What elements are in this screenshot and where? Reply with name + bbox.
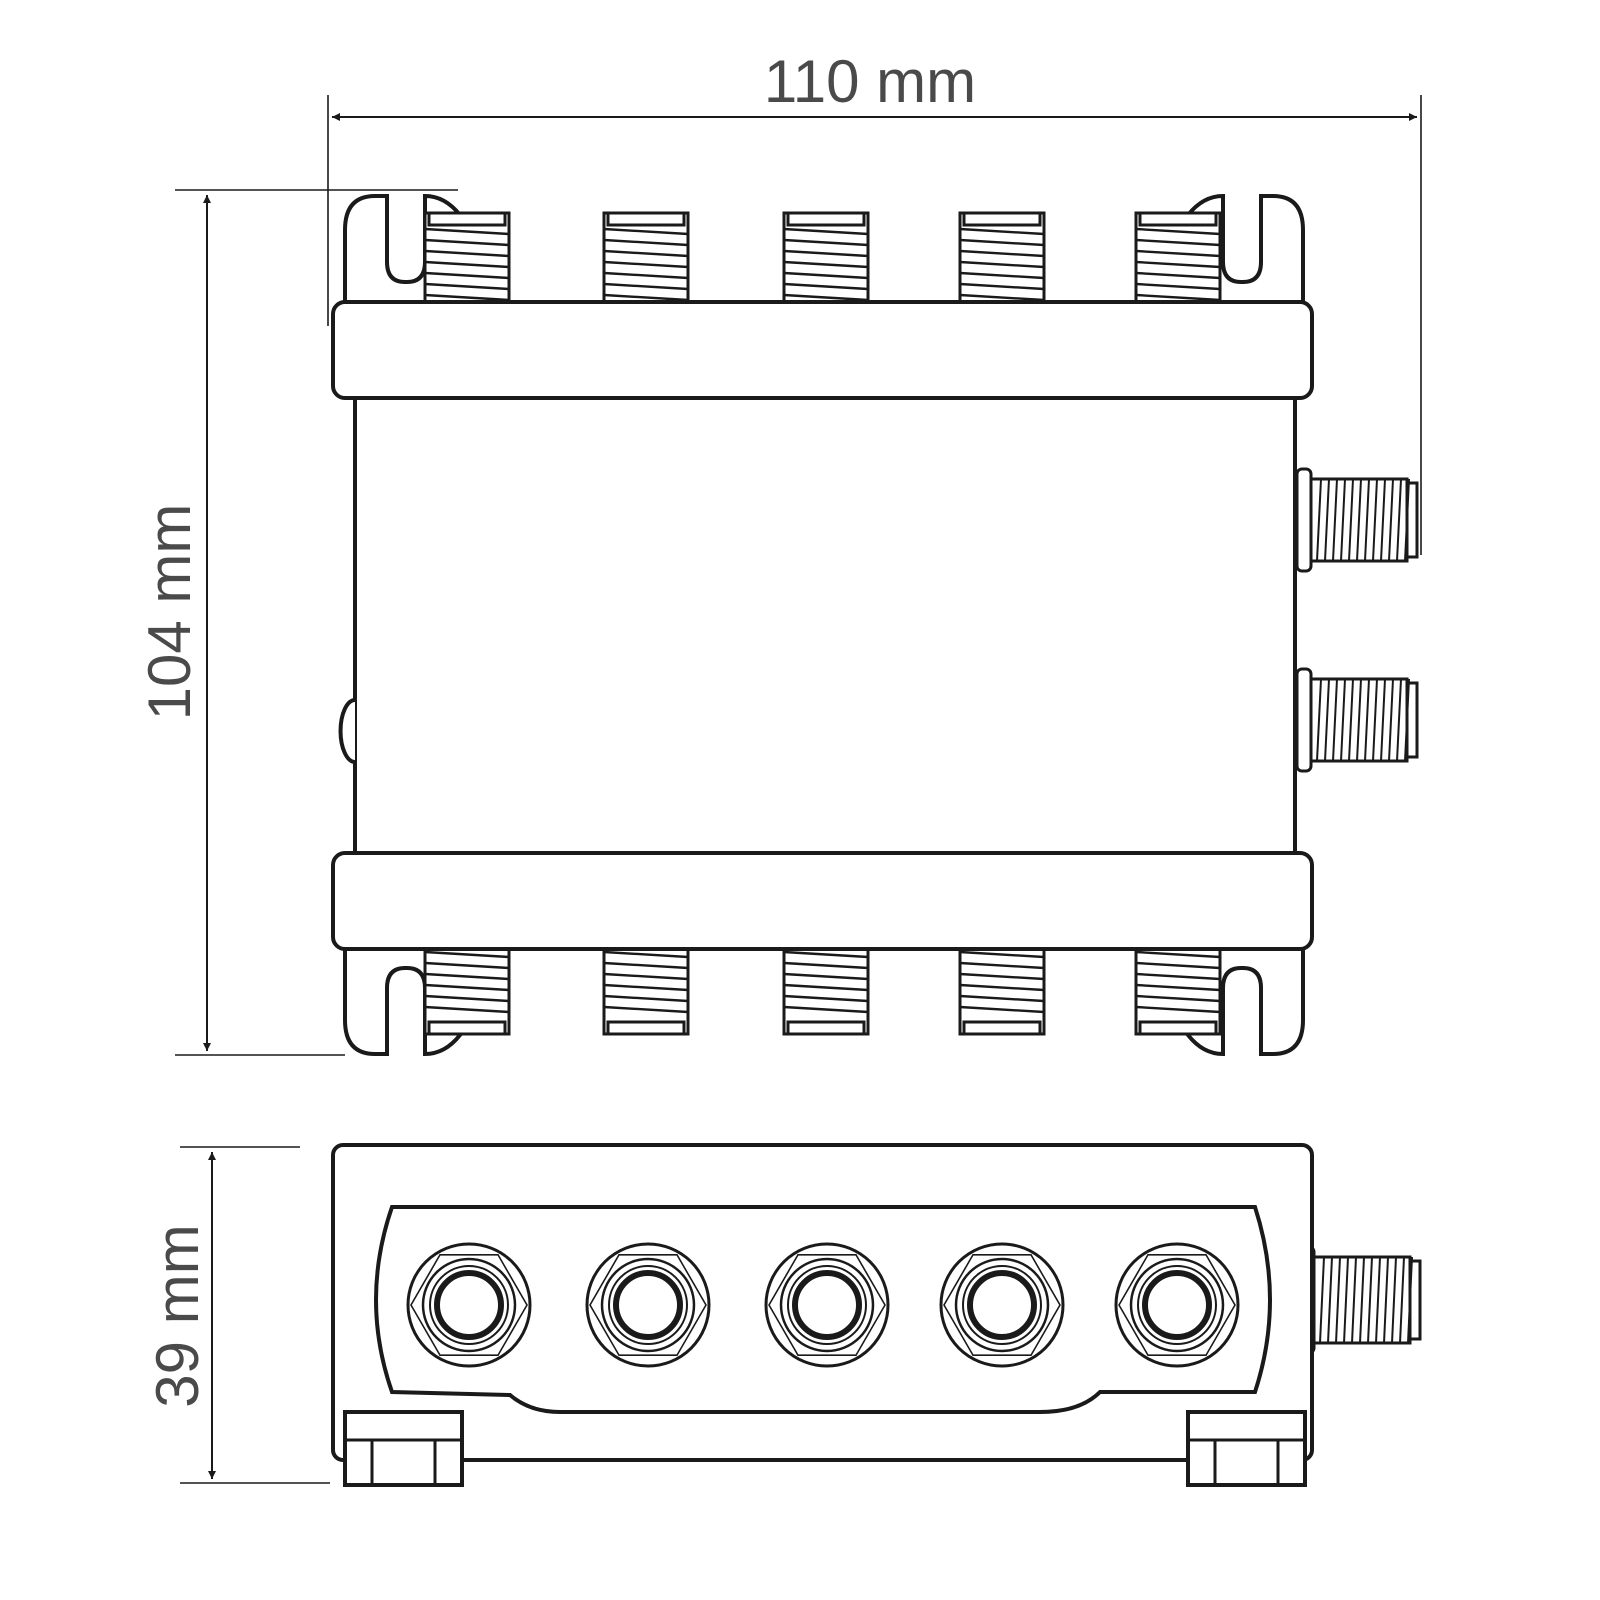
- width-dimension: 110 mm: [327, 48, 1422, 555]
- coax-connector-icon: [782, 211, 870, 304]
- height-label: 104 mm: [136, 504, 203, 721]
- side-connector-icon: [1298, 1245, 1422, 1355]
- side-bump: [338, 698, 356, 764]
- coax-connector-icon: [1134, 946, 1222, 1036]
- cable-gland-icon: [1114, 1242, 1240, 1368]
- coax-connector-icon: [958, 946, 1046, 1036]
- coax-connector-icon: [602, 946, 690, 1036]
- coax-connector-icon: [423, 211, 511, 304]
- width-label: 110 mm: [764, 48, 976, 115]
- coax-connector-icon: [423, 946, 511, 1036]
- foot-left: [343, 1410, 464, 1487]
- top-band: [331, 300, 1314, 400]
- depth-label: 39 mm: [144, 1224, 211, 1407]
- connectors: [423, 211, 1419, 1036]
- housing-body: [353, 394, 1297, 858]
- coax-connector-icon: [782, 946, 870, 1036]
- cable-gland-icon: [764, 1242, 890, 1368]
- cable-gland-icon: [585, 1242, 711, 1368]
- front-view: [331, 1143, 1422, 1487]
- side-connector-icon: [1295, 467, 1419, 573]
- side-connector-icon: [1295, 667, 1419, 773]
- coax-connector-icon: [1134, 211, 1222, 304]
- depth-dimension: 39 mm: [144, 1146, 330, 1484]
- cable-gland-icon: [406, 1242, 532, 1368]
- cable-gland-icon: [939, 1242, 1065, 1368]
- bottom-band: [331, 851, 1314, 951]
- top-view: [331, 193, 1419, 1057]
- height-dimension: 104 mm: [136, 189, 458, 1056]
- coax-connector-icon: [958, 211, 1046, 304]
- foot-right: [1186, 1410, 1307, 1487]
- coax-connector-icon: [602, 211, 690, 304]
